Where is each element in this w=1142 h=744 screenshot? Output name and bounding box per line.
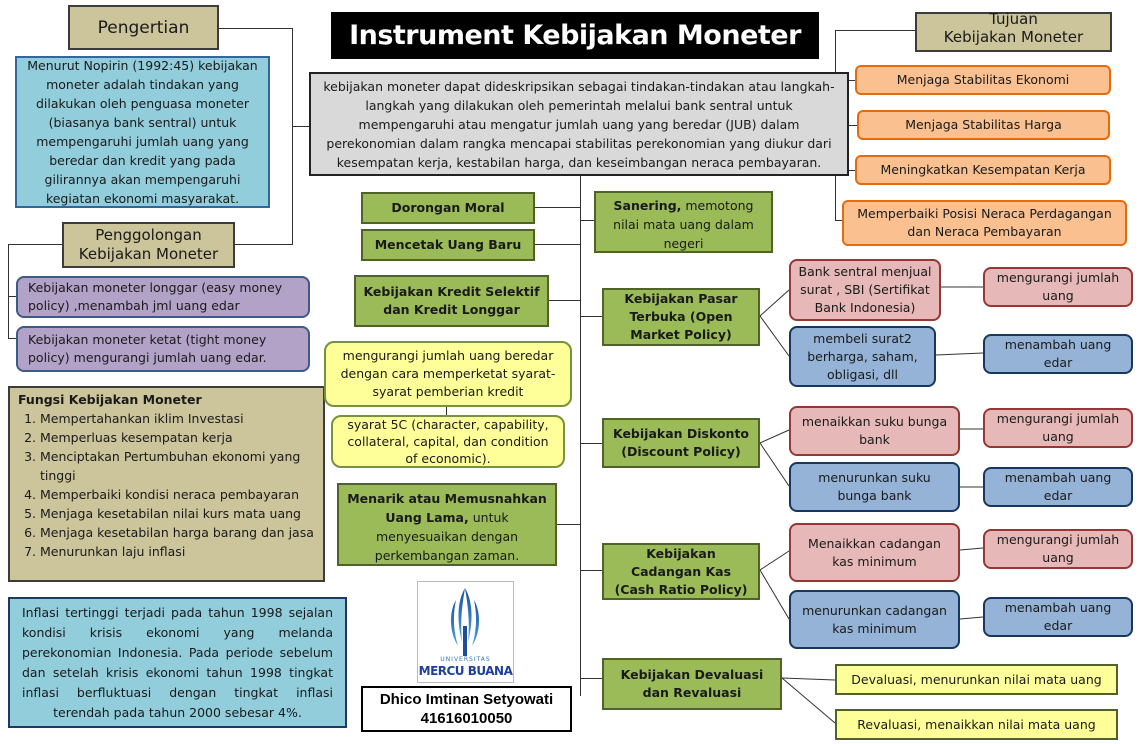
fungsi-box: Fungsi Kebijakan Moneter Mempertahankan … (8, 386, 325, 582)
sanering-bold: Sanering, (613, 198, 682, 213)
tujuan-item-4: Memperbaiki Posisi Neraca Perdagangan da… (842, 200, 1127, 246)
diskonto-box: Kebijakan Diskonto (Discount Policy) (602, 418, 760, 468)
devaluasi-a-box: Devaluasi, menurunkan nilai mata uang (835, 664, 1118, 695)
fungsi-list: Mempertahankan iklim Investasi Memperlua… (18, 409, 315, 561)
pasar-b-result: menambah uang edar (983, 334, 1133, 374)
fungsi-item: Menciptakan Pertumbuhan ekonomi yang tin… (40, 447, 315, 485)
fungsi-item: Menurunkan laju inflasi (40, 542, 315, 561)
university-logo: UNIVERSITAS MERCU BUANA (417, 581, 514, 683)
pasar-terbuka-box: Kebijakan Pasar Terbuka (Open Market Pol… (602, 288, 760, 346)
diskonto-b-result: menambah uang edar (983, 467, 1133, 507)
cadangan-a-result: mengurangi jumlah uang (983, 529, 1133, 569)
tujuan-header-line2: Kebijakan Moneter (943, 28, 1084, 46)
tujuan-header: Tujuan Kebijakan Moneter (915, 10, 1112, 52)
sanering-rest: memotong nilai mata uang dalam negeri (613, 198, 754, 251)
diskonto-a-box: menaikkan suku bunga bank (789, 406, 960, 456)
menarik-uang-box: Menarik atau Memusnahkan Uang Lama, untu… (337, 483, 557, 566)
cadangan-a-box: Menaikkan cadangan kas minimum (789, 523, 960, 582)
fungsi-item: Memperbaiki kondisi neraca pembayaran (40, 485, 315, 504)
fungsi-item: Menjaga kesetabilan nilai kurs mata uang (40, 504, 315, 523)
diskonto-b-box: menurunkan suku bunga bank (789, 462, 960, 512)
mencetak-uang-box: Mencetak Uang Baru (361, 229, 535, 261)
penggolongan-header-line2: Kebijakan Moneter (78, 245, 219, 263)
penggolongan-header: Penggolongan Kebijakan Moneter (62, 222, 235, 268)
kredit-note-2: syarat 5C (character, capability, collat… (331, 415, 565, 468)
logo-name: MERCU BUANA (418, 664, 513, 678)
sanering-box: Sanering, memotong nilai mata uang dalam… (594, 191, 773, 253)
menarik-rest: untuk menyesuaikan dengan perkembangan z… (374, 510, 520, 563)
pasar-b-box: membeli surat2 berharga, saham, obligasi… (789, 326, 936, 387)
revaluasi-b-box: Revaluasi, menaikkan nilai mata uang (835, 709, 1118, 740)
cadangan-kas-box: Kebijakan Cadangan Kas (Cash Ratio Polic… (602, 543, 760, 600)
fungsi-item: Memperluas kesempatan kerja (40, 428, 315, 447)
tujuan-item-1: Menjaga Stabilitas Ekonomi (855, 65, 1111, 95)
penggolongan-item-2: Kebijakan moneter ketat (tight money pol… (16, 326, 310, 372)
kredit-box: Kebijakan Kredit Selektif dan Kredit Lon… (354, 275, 549, 327)
pengertian-text: Menurut Nopirin (1992:45) kebijakan mone… (15, 56, 270, 208)
inflasi-text: Inflasi tertinggi terjadi pada tahun 199… (8, 597, 347, 728)
pasar-a-box: Bank sentral menjual surat , SBI (Sertif… (789, 259, 941, 321)
logo-flame-icon (450, 588, 480, 656)
definition-text: kebijakan moneter dapat dideskripsikan s… (309, 72, 849, 176)
fungsi-item: Mempertahankan iklim Investasi (40, 409, 315, 428)
cadangan-b-result: menambah uang edar (983, 597, 1133, 637)
devaluasi-box: Kebijakan Devaluasi dan Revaluasi (602, 658, 782, 710)
tujuan-header-line1: Tujuan (989, 10, 1038, 28)
tujuan-item-3: Meningkatkan Kesempatan Kerja (855, 155, 1111, 185)
fungsi-header: Fungsi Kebijakan Moneter (18, 392, 202, 407)
diskonto-a-result: mengurangi jumlah uang (983, 408, 1133, 448)
author-id: 41616010050 (420, 710, 513, 727)
kredit-note-1: mengurangi jumlah uang beredar dengan ca… (324, 341, 572, 407)
penggolongan-item-1: Kebijakan moneter longgar (easy money po… (16, 276, 310, 318)
cadangan-b-box: menurunkan cadangan kas minimum (789, 590, 960, 649)
menarik-bold: Menarik atau Memusnahkan Uang Lama, (347, 491, 547, 525)
logo-small-text: UNIVERSITAS (440, 656, 491, 663)
author-name: Dhico Imtinan Setyowati (379, 691, 554, 708)
tujuan-item-2: Menjaga Stabilitas Harga (857, 110, 1110, 140)
penggolongan-header-line1: Penggolongan (95, 226, 202, 244)
pasar-a-result: mengurangi jumlah uang (983, 267, 1133, 307)
fungsi-item: Menjaga kesetabilan harga barang dan jas… (40, 523, 315, 542)
dorongan-moral-box: Dorongan Moral (361, 192, 535, 224)
page-title: Instrument Kebijakan Moneter (331, 12, 819, 59)
author-box: Dhico Imtinan Setyowati 41616010050 (361, 686, 572, 732)
pengertian-header: Pengertian (68, 5, 219, 50)
